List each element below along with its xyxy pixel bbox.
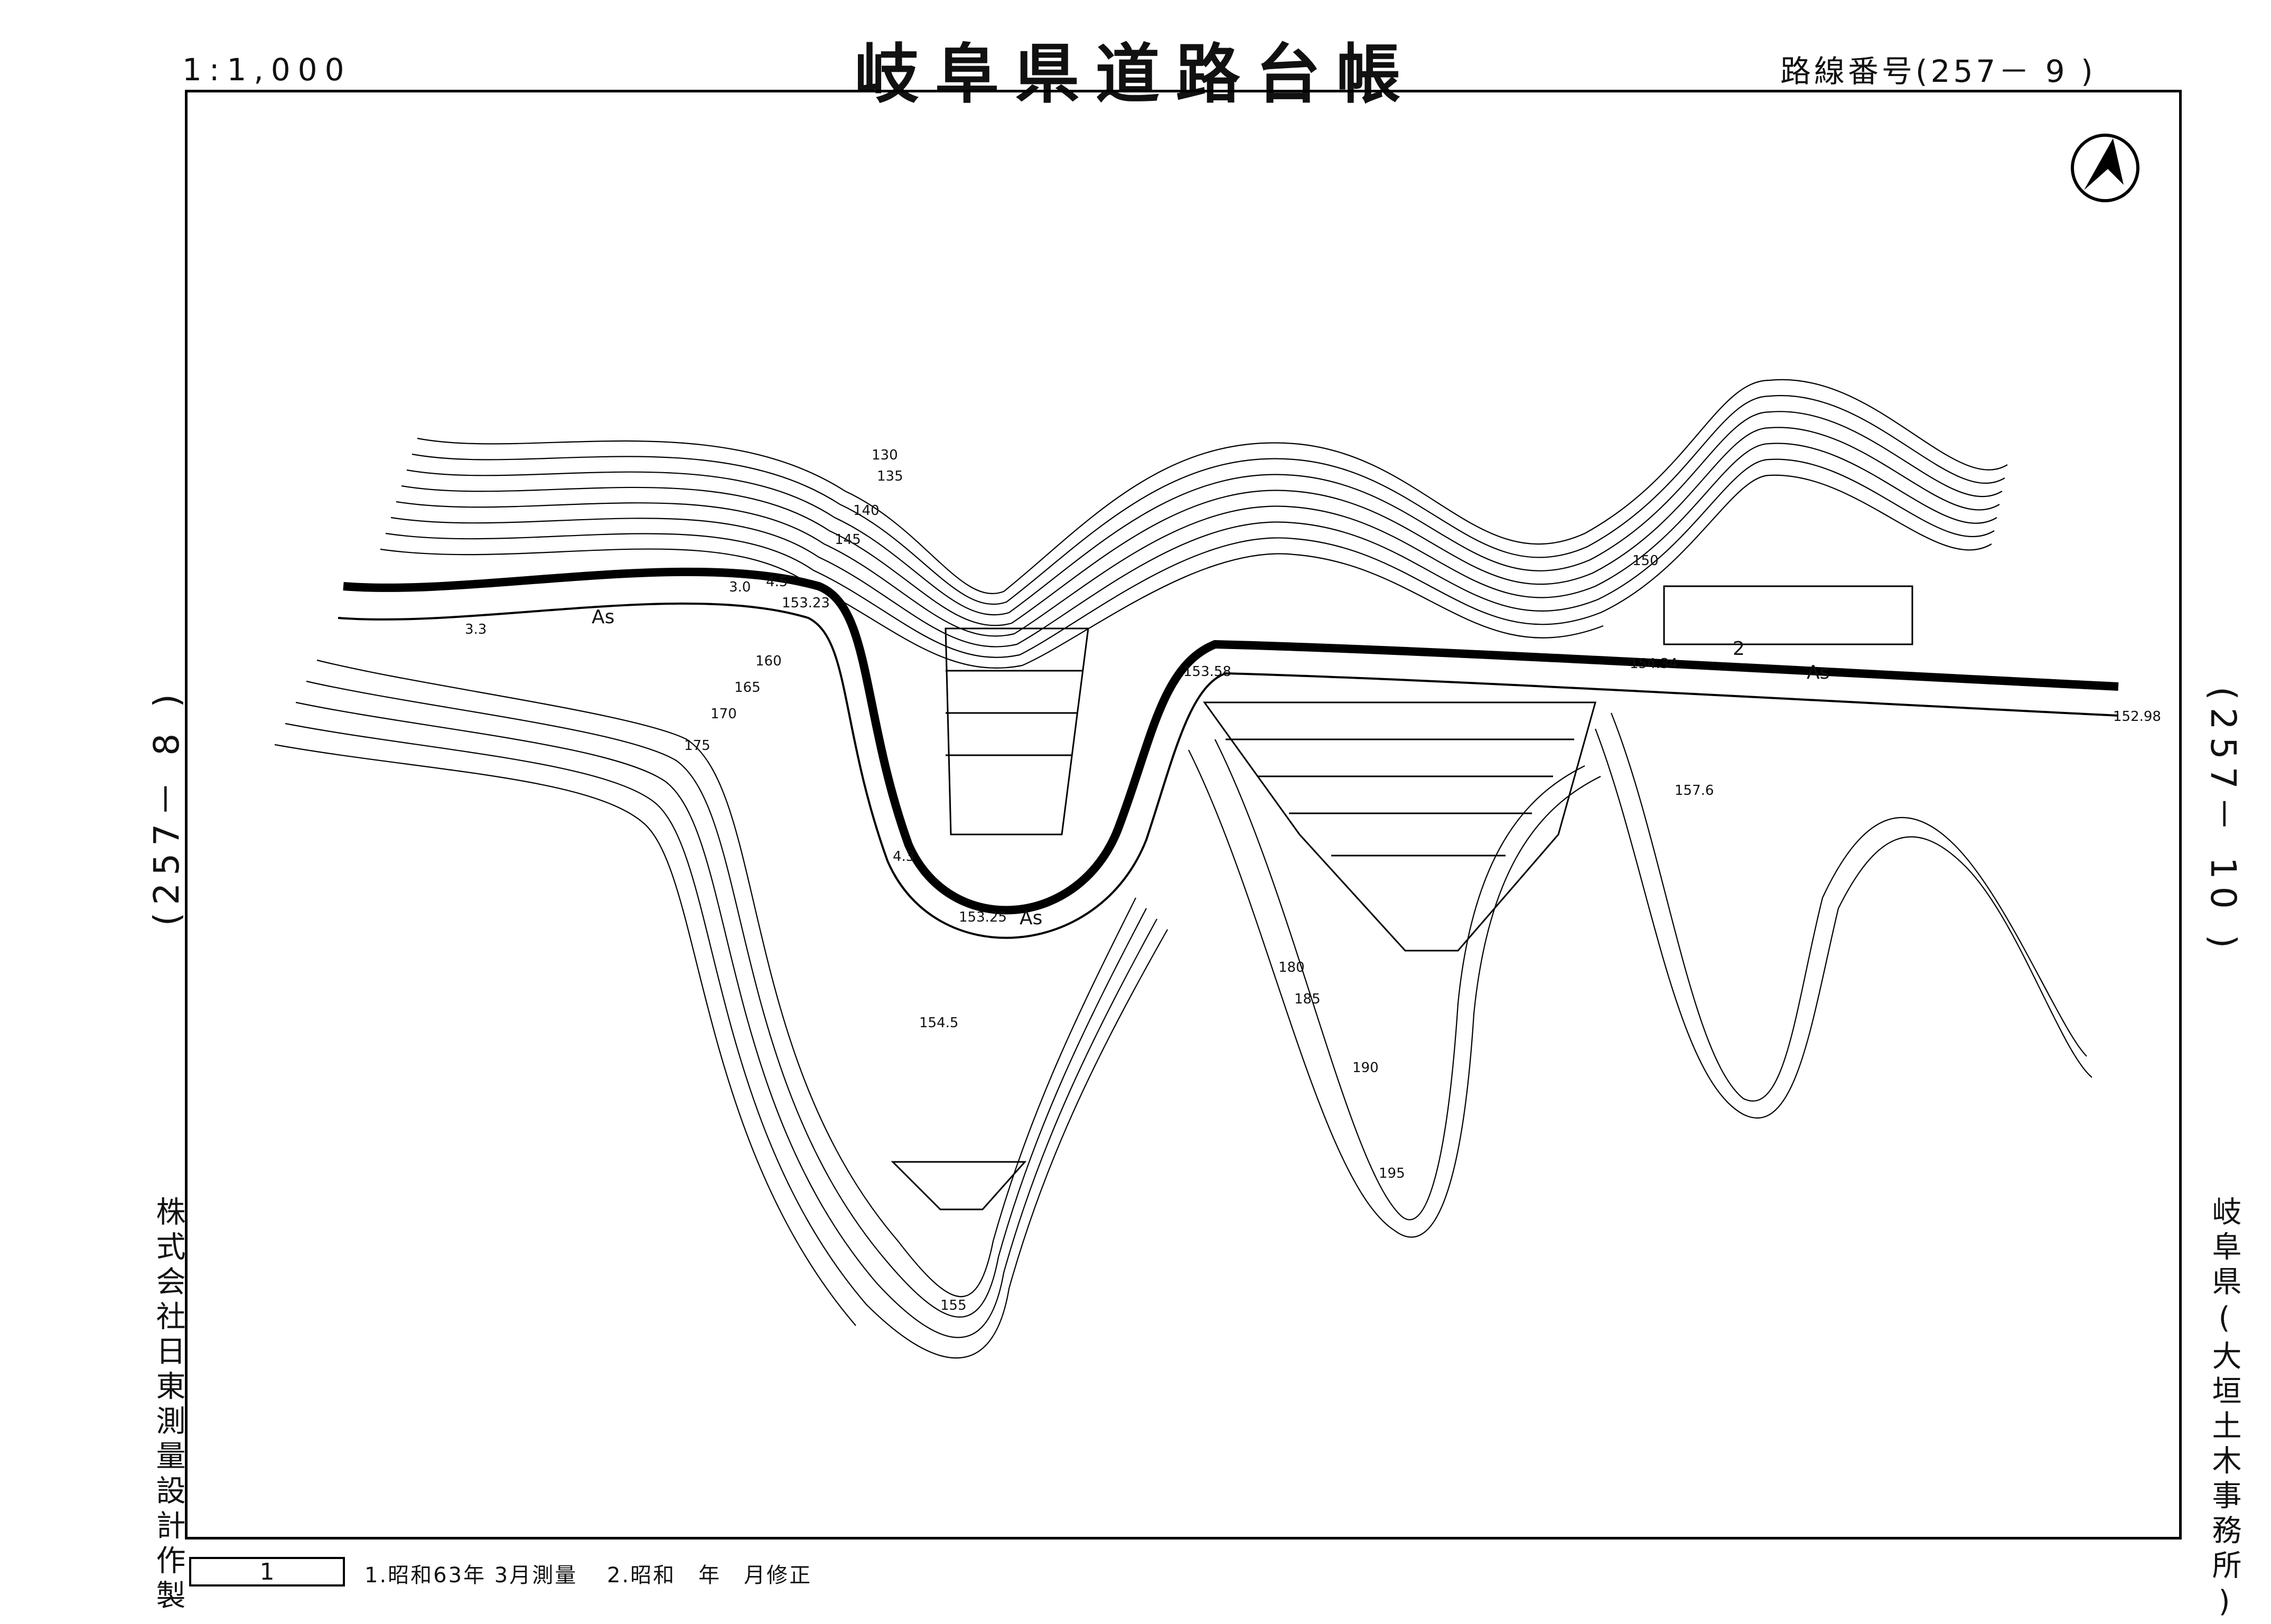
sheet-number: 1 — [189, 1557, 345, 1587]
map-frame — [185, 90, 2182, 1539]
revision-note: 2.昭和 年 月修正 — [606, 1563, 812, 1588]
north-arrow-icon — [2071, 134, 2139, 202]
contour-label: 175 — [684, 738, 711, 754]
adjacent-sheet-right: (257－ 10 ) — [2203, 687, 2244, 956]
road-alignment — [338, 567, 2119, 939]
contour-label: 190 — [1352, 1060, 1379, 1076]
map-labels: 153.23 153.58 154.34 152.98 153.25 154.5… — [465, 447, 2161, 1313]
elevation-label: 153.23 — [782, 595, 830, 611]
contour-label: 180 — [1278, 960, 1305, 975]
elevation-label: 154.5 — [919, 1015, 958, 1031]
contour-label: 195 — [1379, 1166, 1405, 1181]
surface-label: As — [592, 606, 614, 628]
surface-label: As — [1020, 907, 1042, 929]
surface-label: As — [1807, 662, 1829, 683]
page-title: 岐阜県道路台帳 — [854, 37, 1417, 112]
elevation-label: 153.58 — [1183, 664, 1231, 680]
width-label: 3.3 — [465, 622, 487, 637]
contour-label: 185 — [1294, 991, 1321, 1007]
contour-label: 150 — [1632, 553, 1659, 569]
contour-lines-upper — [380, 379, 2008, 669]
elevation-label: 154.34 — [1630, 656, 1678, 672]
elevation-label: 152.98 — [2113, 709, 2161, 725]
width-label: 3.0 — [729, 579, 751, 595]
footer-notes: 1.昭和63年 3月測量 2.昭和 年 月修正 — [365, 1558, 833, 1589]
contour-label: 145 — [835, 532, 861, 548]
contour-label: 170 — [711, 706, 737, 722]
contour-label: 140 — [853, 503, 880, 519]
embankment-areas — [891, 585, 1913, 1210]
adjacent-sheet-left: (257－ 8 ) — [146, 687, 187, 926]
contour-lines-lower — [274, 659, 2092, 1359]
elevation-label: 153.25 — [959, 909, 1007, 925]
width-label: 4.5 — [766, 574, 788, 590]
map-scale: 1:1,000 — [182, 52, 352, 88]
surveyor-label: 株式会社日東測量設計作製 — [151, 1196, 185, 1614]
survey-note: 1.昭和63年 3月測量 — [365, 1563, 578, 1588]
office-label: 岐阜県(大垣土木事務所) — [2207, 1196, 2241, 1624]
width-label: 4.3 — [893, 849, 914, 865]
contour-label: 155 — [940, 1298, 967, 1313]
contour-label: 130 — [872, 447, 898, 463]
route-number: 路線番号(257－ 9 ) — [1780, 53, 2096, 89]
contour-label: 135 — [877, 468, 903, 484]
elevation-label: 157.6 — [1675, 783, 1714, 799]
width-label: 2 — [1733, 638, 1745, 660]
contour-label: 160 — [755, 653, 782, 669]
contour-label: 165 — [734, 680, 761, 696]
